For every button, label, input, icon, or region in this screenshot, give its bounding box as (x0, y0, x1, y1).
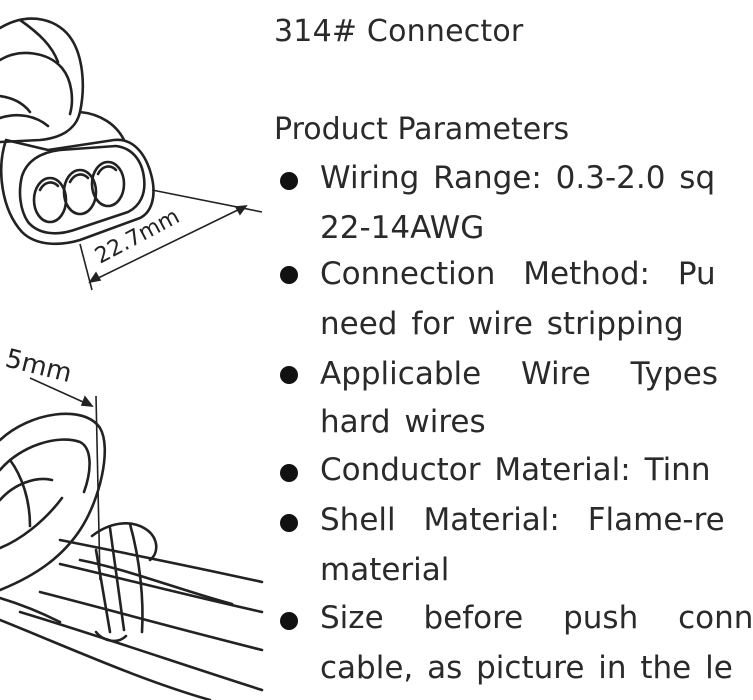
list-item-line: hard wires (320, 404, 486, 440)
top-dimension-lines (79, 189, 263, 291)
list-item-line: material (320, 552, 450, 588)
list-item-line: 22-14AWG (320, 210, 485, 246)
bullet-icon (280, 366, 298, 384)
list-item-line: Shell Material: Flame-re (320, 502, 725, 538)
bullet-icon (280, 514, 298, 532)
bullet-icon (280, 266, 298, 284)
connector-drawing: 22.7mm 5mm (0, 0, 268, 700)
list-item-line: Conductor Material: Tinn (320, 452, 711, 488)
top-connector-outline (0, 17, 155, 246)
connector-illustration: 22.7mm 5mm (0, 17, 264, 700)
bullet-icon (280, 464, 298, 482)
list-item-line: cable, as picture in the le (320, 650, 733, 686)
list-item-line: Size before push conn (320, 600, 753, 636)
bullet-icon (280, 172, 298, 190)
bullet-icon (280, 612, 298, 630)
list-item-line: Connection Method: Pu (320, 256, 716, 292)
list-item-line: need for wire stripping (320, 306, 684, 342)
bottom-connector-outline (0, 412, 264, 700)
product-text-panel: 314# Connector Product Parameters Wiring… (272, 0, 753, 700)
list-item-line: Wiring Range: 0.3-2.0 sq (320, 160, 716, 196)
list-item-line: Applicable Wire Types (320, 356, 718, 392)
page-title: 314# Connector (274, 14, 524, 49)
section-heading: Product Parameters (274, 112, 570, 147)
